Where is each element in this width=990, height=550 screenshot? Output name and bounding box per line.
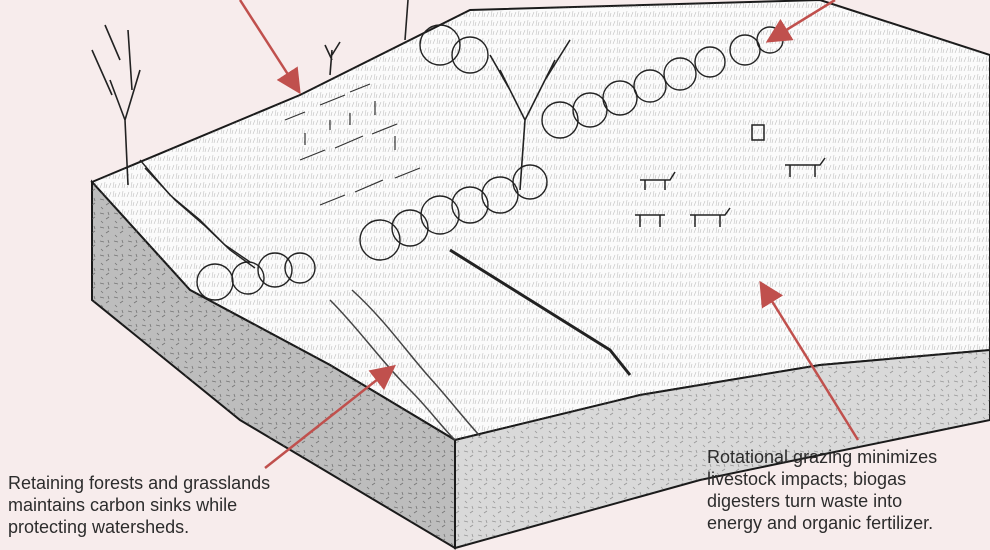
caption-rotational-grazing: Rotational grazing minimizes livestock i… (707, 446, 990, 534)
caption-right-line-4: energy and organic fertilizer. (707, 512, 990, 534)
caption-left-line-2: maintains carbon sinks while (8, 494, 338, 516)
caption-right-line-1: Rotational grazing minimizes (707, 446, 990, 468)
caption-right-line-2: livestock impacts; biogas (707, 468, 990, 490)
caption-forests-grasslands: Retaining forests and grasslands maintai… (8, 472, 338, 538)
caption-left-line-1: Retaining forests and grasslands (8, 472, 338, 494)
caption-left-line-3: protecting watersheds. (8, 516, 338, 538)
caption-right-line-3: digesters turn waste into (707, 490, 990, 512)
arrow-crops (240, 0, 298, 90)
